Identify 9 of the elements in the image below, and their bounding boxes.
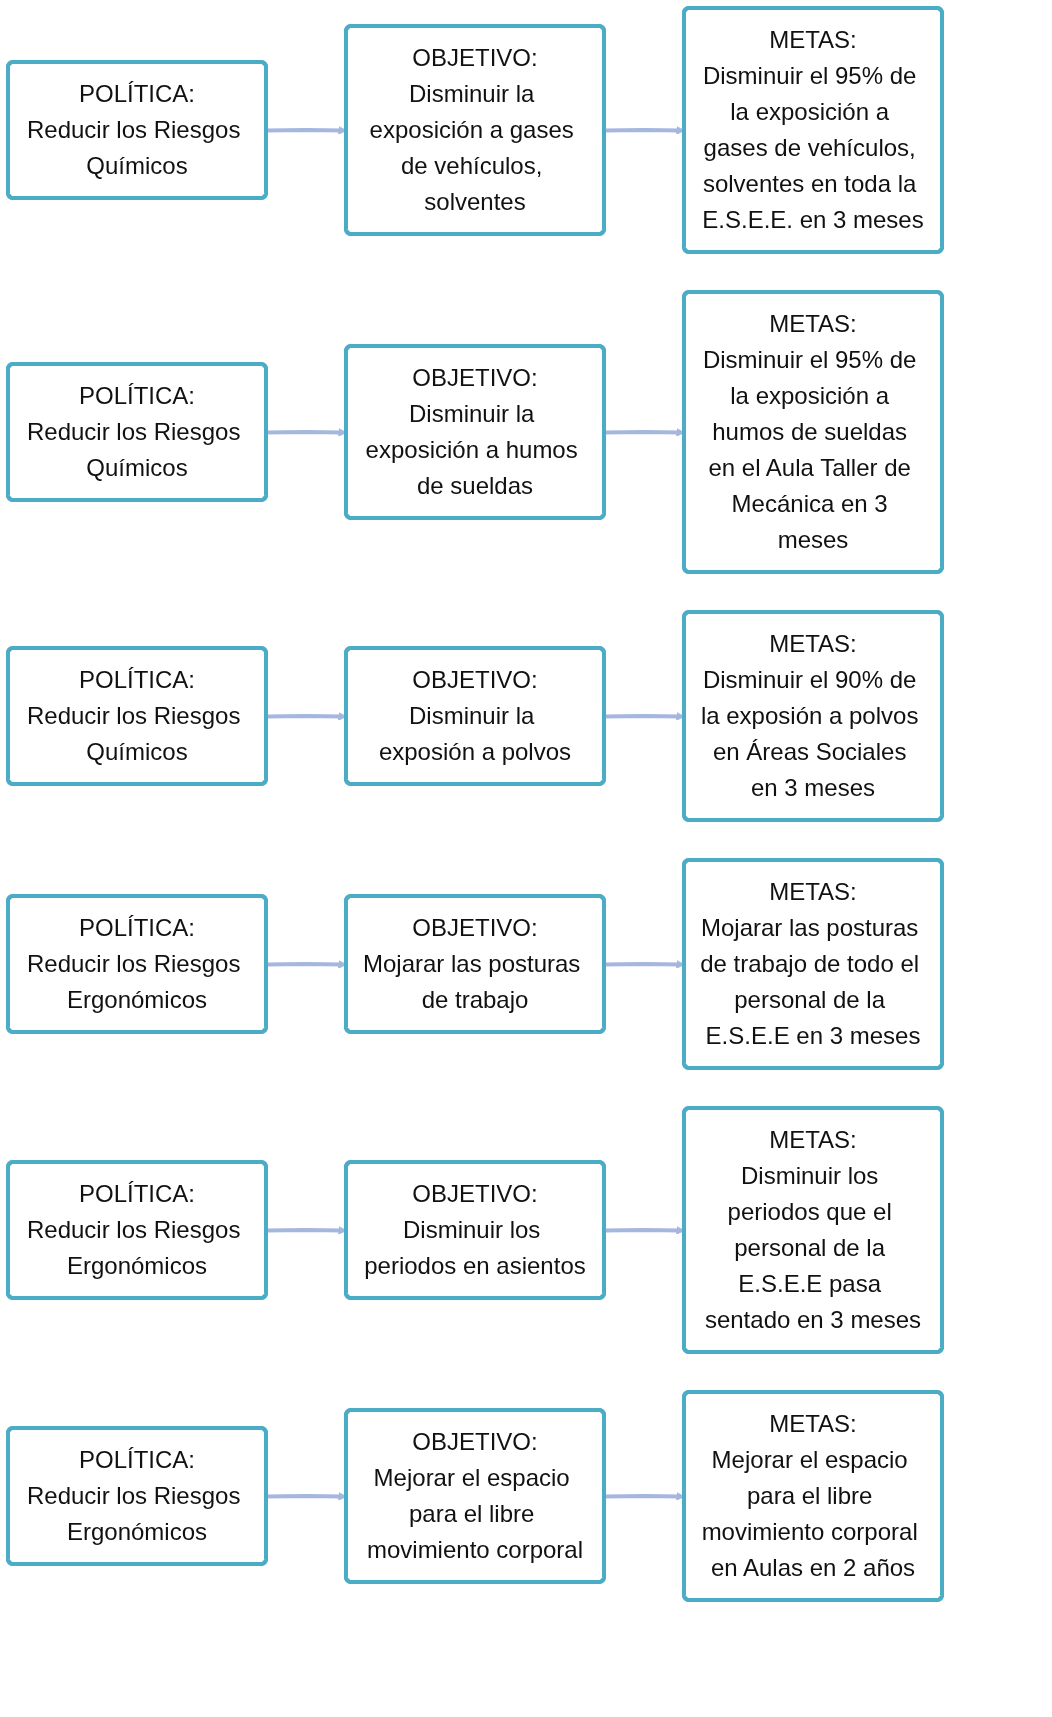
node-text: METAS: Disminuir el 90% de la exposión a polvos en Áreas Sociales en 3 meses	[700, 630, 919, 801]
node-text: METAS: Mojarar las posturas de trabajo de todo el personal de la E.S.E.E en 3 meses	[700, 878, 921, 1049]
node-text: METAS: Disminuir el 95% de la exposición a gases de vehículos, solventes en toda la E.S.E.E. en 3 meses	[702, 26, 924, 233]
node-text: METAS: Disminuir los periodos que el personal de la E.S.E.E pasa sentado en 3 meses	[704, 1126, 922, 1333]
node-text: OBJETIVO: Disminuir la exposición a gases de vehículos, solventes	[369, 44, 574, 215]
node-text: METAS: Disminuir el 95% de la exposición a humos de sueldas en el Aula Taller de Mecánica en 3 meses	[702, 310, 917, 553]
node-text: OBJETIVO: Disminuir la exposición a humos de sueldas	[365, 364, 578, 499]
node-text: OBJETIVO: Mejorar el espacio para el libre movimiento corporal	[366, 1428, 584, 1563]
node-text: METAS: Mejorar el espacio para el libre movimiento corporal en Aulas en 2 años	[701, 1410, 918, 1581]
